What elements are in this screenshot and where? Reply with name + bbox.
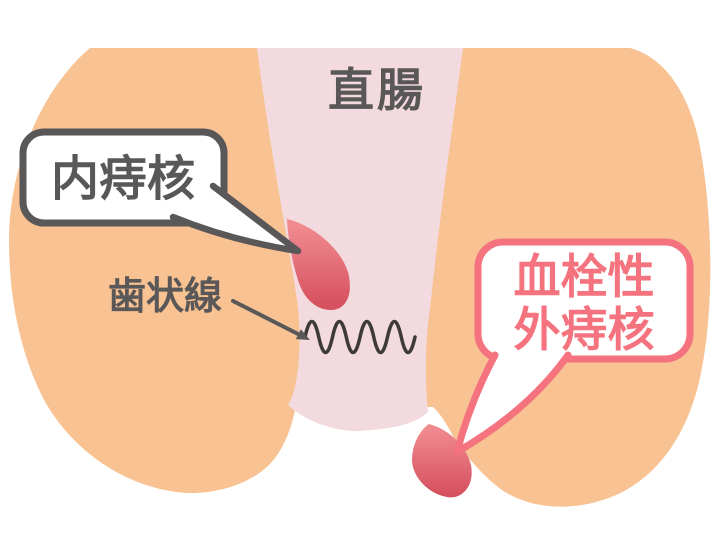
rectum-canal [257,48,463,432]
dentate-line-arrow [231,299,302,337]
external-hemorrhoid-bubble [474,238,694,363]
dentate-line-arrowhead [295,329,310,340]
dentate-line-wave [303,319,417,355]
external-hemorrhoid-label-line2: 外痔核 [514,303,655,356]
external-hemorrhoid-label-line1: 血栓性 [514,250,655,303]
dentate-line-label: 歯状線 [108,276,222,318]
rectum-label: 直腸 [328,64,426,116]
internal-hemorrhoid [287,219,350,310]
internal-hemorrhoid-label: 内痔核 [51,153,195,206]
internal-hemorrhoid-bubble-tail-fill [170,184,298,251]
external-hemorrhoid-bubble-tail [453,351,572,456]
internal-hemorrhoid-bubble-tail [169,182,302,255]
internal-hemorrhoid-bubble [19,128,228,227]
